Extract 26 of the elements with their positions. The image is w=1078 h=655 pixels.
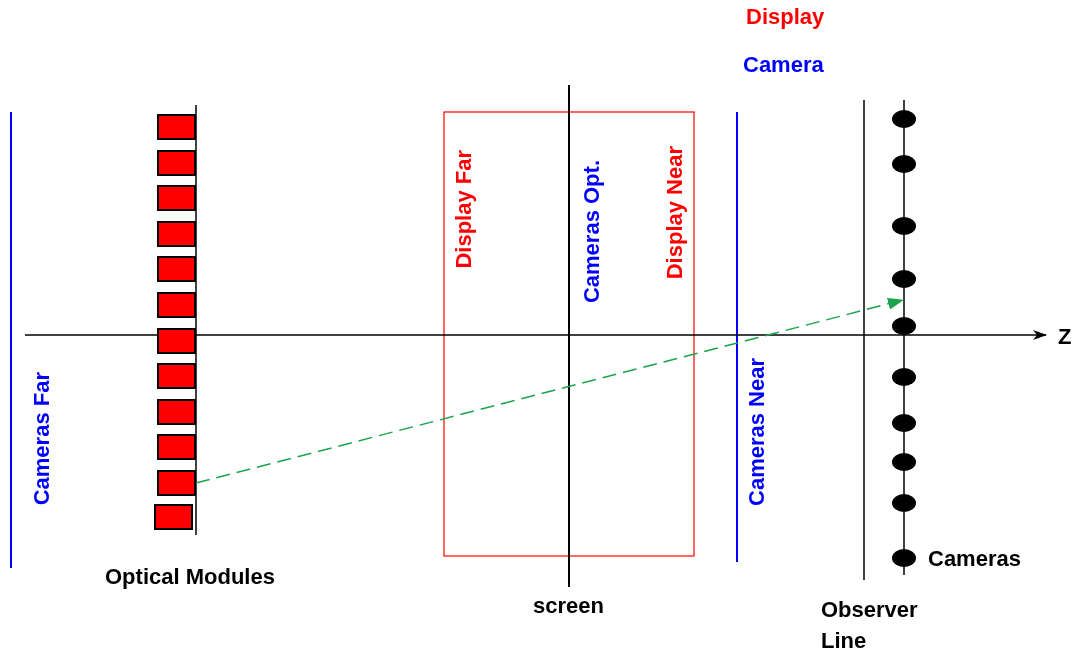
plane-label: Display Near — [662, 146, 688, 280]
optical-module-box — [157, 363, 196, 390]
axis-label: Z — [1058, 324, 1072, 350]
color-key-text: Camera — [743, 52, 824, 78]
optical-module-box — [157, 434, 196, 461]
color-key-text: Display — [746, 4, 825, 30]
optical-module-box — [157, 327, 196, 354]
modules-label: Optical Modules — [105, 564, 275, 590]
optical-module-box — [157, 256, 196, 283]
optical-module-box — [157, 470, 196, 496]
cameras-label: Cameras — [928, 546, 1021, 572]
optical-module-box — [157, 149, 196, 176]
light-ray-arrow — [195, 297, 904, 484]
plane-label: Cameras Opt. — [579, 160, 605, 304]
plane-label: Cameras Near — [744, 358, 770, 506]
optical-module-box — [157, 292, 196, 318]
camera-array-line — [903, 99, 905, 576]
plane-label: Cameras Far — [29, 372, 55, 506]
optical-module-box — [157, 114, 196, 140]
optical-module-box — [157, 398, 196, 425]
screen-label: screen — [533, 593, 604, 619]
optical-module-box — [157, 185, 196, 212]
plane-label: Display Far — [451, 150, 477, 269]
observer-label: Observer Line — [821, 596, 919, 655]
optical-module-box — [154, 504, 193, 530]
optical-module-box — [157, 220, 196, 247]
